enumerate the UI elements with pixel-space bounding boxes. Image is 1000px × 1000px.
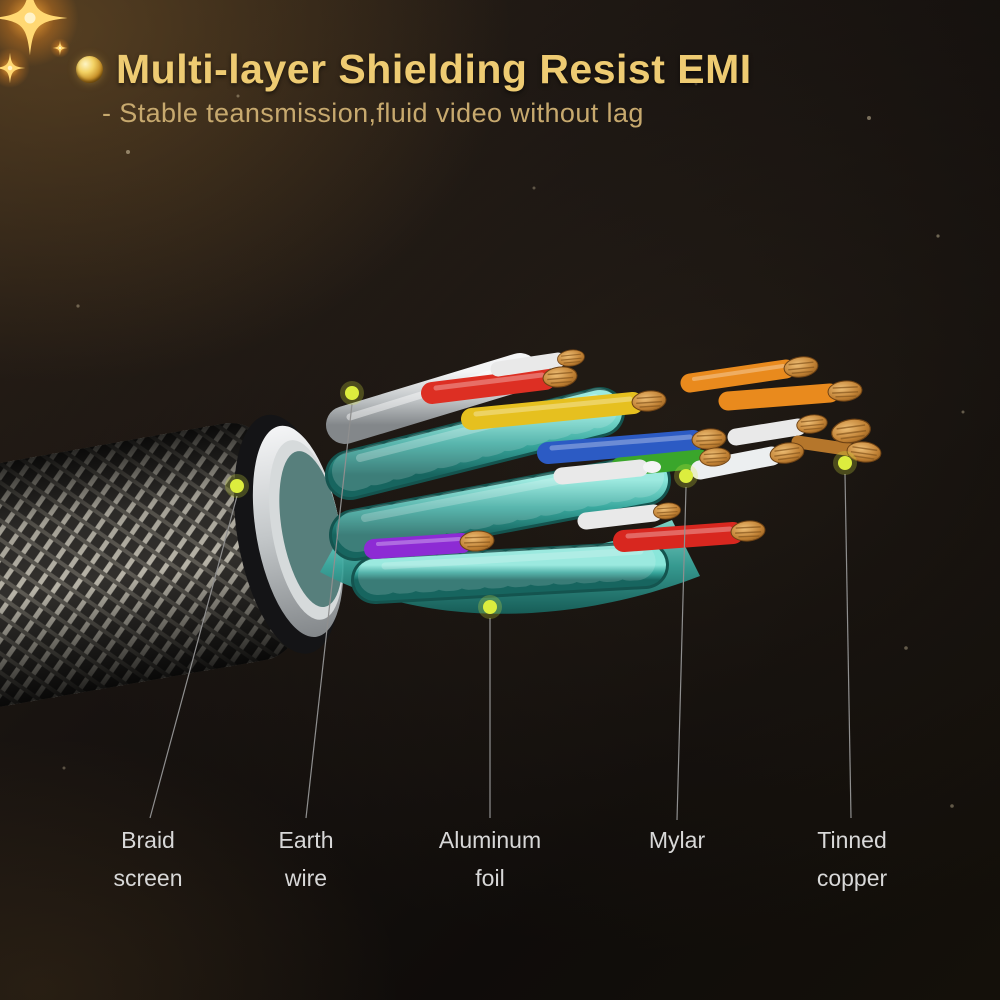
callout-label-line: Braid [121,827,175,853]
cable-cutaway [0,347,883,736]
wire-purple [364,533,472,559]
inner-wires [364,352,859,559]
wire-red [421,368,556,404]
callout-label-aluminum-foil: Aluminum foil [439,822,541,898]
wire-white [577,504,663,530]
wire-orange [718,383,840,411]
wire-blue [537,430,704,464]
callout-label-line: Aluminum [438,827,542,853]
callout-label-line: Tinned [817,827,887,853]
callout-label-line: wire [284,864,328,891]
wire-white [727,418,807,446]
braid-sleeve [0,414,344,736]
callout-label-earth-wire: Earth wire [279,822,334,898]
page-title: Multi-layer Shielding Resist EMI [116,46,752,92]
callout-lines [149,403,852,821]
wire-red [613,522,744,552]
wire-white [490,352,566,377]
page-subtitle: - Stable teansmission,fluid video withou… [102,98,644,128]
wire-orange [680,359,796,393]
tinned-copper-strand [791,435,859,457]
wire-white [553,459,649,485]
headline-row: Multi-layer Shielding Resist EMI [76,46,752,93]
wire-white [690,446,782,480]
sparkle-star-icon [50,38,70,58]
wire-yellow [461,392,644,430]
gold-bullet-icon [76,56,103,83]
callout-label-line: foil [475,864,505,891]
callout-label-mylar: Mylar [649,822,705,860]
callout-label-line: Earth [278,827,334,853]
callout-label-line: copper [816,864,888,891]
callout-dots [225,381,857,619]
twisted-pair-bundles [325,387,671,604]
callout-label-line: screen [113,864,183,891]
callout-label-line: Mylar [648,827,706,853]
callout-label-braid-screen: Braid screen [113,822,182,898]
callout-label-tinned-copper: Tinned copper [817,822,887,898]
background-stars [34,82,965,808]
